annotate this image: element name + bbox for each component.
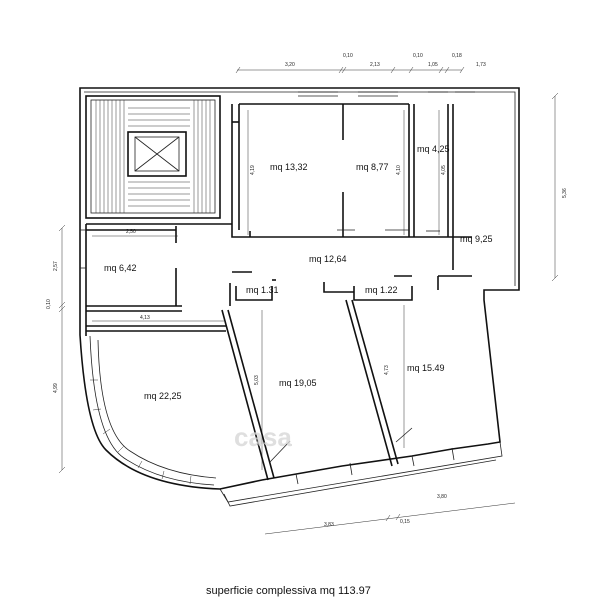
- dim-in-250: 2,50: [126, 229, 136, 235]
- dim-in-473: 4,73: [384, 365, 390, 375]
- room-label-8-77: mq 8,77: [356, 162, 389, 172]
- dim-top-018: 0,18: [452, 53, 462, 59]
- dim-top-010b: 0,10: [413, 53, 423, 59]
- room-label-9-25: mq 9,25: [460, 234, 493, 244]
- room-label-19-05: mq 19,05: [279, 378, 317, 388]
- dim-top-105: 1,05: [428, 62, 438, 68]
- dim-left-257: 2,57: [53, 261, 59, 271]
- dim-top-320: 3,20: [285, 62, 295, 68]
- stair-treads: [95, 100, 211, 213]
- dim-in-410: 4,10: [396, 165, 402, 175]
- room-label-4-25: mq 4,25: [417, 144, 450, 154]
- room-label-13-32: mq 13,32: [270, 162, 308, 172]
- dimension-lines: [58, 66, 559, 535]
- dimension-labels: 3,20 0,10 2,13 0,10 1,05 0,18 1,73 5,36 …: [46, 53, 568, 528]
- total-area-caption: superficie complessiva mq 113.97: [206, 585, 371, 597]
- dim-in-413: 4,13: [140, 315, 150, 321]
- dim-right-536: 5,36: [562, 188, 568, 198]
- dim-left-499: 4,99: [53, 383, 59, 393]
- room-label-12-64: mq 12,64: [309, 254, 347, 264]
- room-labels: mq 13,32 mq 8,77 mq 4,25 mq 9,25 mq 6,42…: [104, 144, 493, 401]
- room-label-1-22: mq 1.22: [365, 285, 398, 295]
- dim-bot-015: 0,15: [400, 519, 410, 525]
- walls: [79, 87, 520, 507]
- lift-shaft: [127, 131, 187, 177]
- room-label-6-42: mq 6,42: [104, 263, 137, 273]
- dim-left-010: 0,10: [46, 299, 52, 309]
- room-label-1-31: mq 1.31: [246, 285, 279, 295]
- dim-top-173: 1,73: [476, 62, 486, 68]
- room-label-22-25: mq 22,25: [144, 391, 182, 401]
- bay-mullions: [90, 379, 192, 485]
- dim-top-213: 2,13: [370, 62, 380, 68]
- dim-bot-380: 3,80: [437, 494, 447, 500]
- dim-in-419: 4,19: [250, 165, 256, 175]
- dim-in-405: 4,05: [441, 165, 447, 175]
- dim-top-010a: 0,10: [343, 53, 353, 59]
- dim-bot-383: 3,83: [324, 522, 334, 528]
- room-label-15-49: mq 15.49: [407, 363, 445, 373]
- watermark-text: casa: [234, 422, 292, 452]
- dim-in-503: 5,03: [254, 375, 260, 385]
